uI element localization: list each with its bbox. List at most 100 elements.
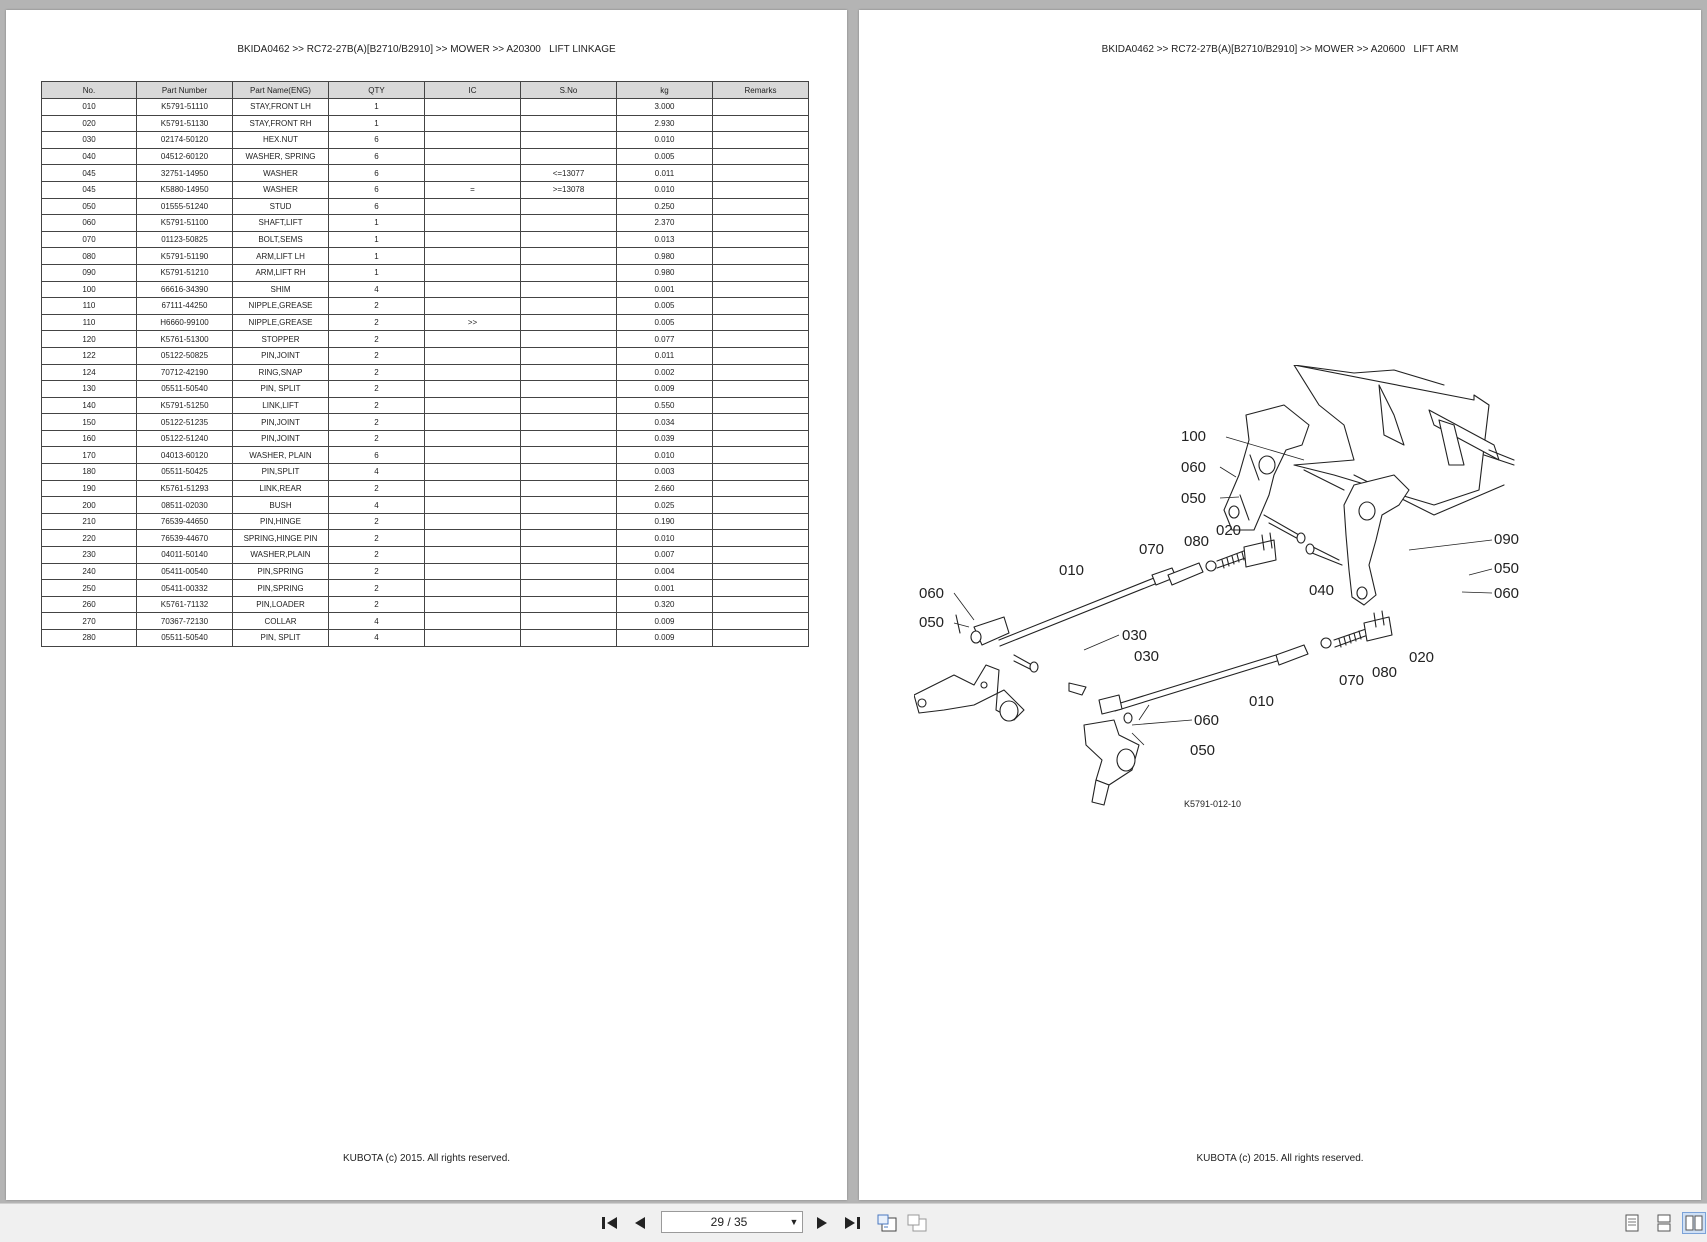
table-cell xyxy=(520,479,617,498)
previous-page-button[interactable] xyxy=(628,1212,652,1234)
table-cell xyxy=(424,562,521,581)
table-cell: 0.250 xyxy=(616,197,713,216)
last-page-button[interactable] xyxy=(840,1212,864,1234)
table-cell: 2 xyxy=(328,330,425,348)
continuous-view-button[interactable] xyxy=(875,1212,899,1234)
table-cell xyxy=(424,629,521,647)
two-page-layout-button[interactable] xyxy=(1682,1212,1706,1234)
table-cell xyxy=(712,280,809,299)
table-cell xyxy=(520,562,617,581)
parts-table: No. Part Number Part Name(ENG) QTY IC S.… xyxy=(41,81,809,647)
table-cell: 3.000 xyxy=(616,98,713,116)
table-cell: PIN,SPLIT xyxy=(232,463,329,481)
callout-label: 010 xyxy=(1059,562,1084,579)
table-cell: 4 xyxy=(328,496,425,514)
table-cell xyxy=(520,263,617,282)
callout-label: 030 xyxy=(1134,648,1159,665)
table-cell xyxy=(520,230,617,249)
table-cell: PIN,JOINT xyxy=(232,346,329,365)
table-cell xyxy=(424,429,521,448)
table-cell: 05122-51235 xyxy=(136,413,233,431)
table-cell: 0.034 xyxy=(616,413,713,431)
table-cell: <=13077 xyxy=(520,164,617,182)
callout-label: 050 xyxy=(919,614,944,631)
table-cell xyxy=(424,595,521,614)
table-cell: 100 xyxy=(41,280,137,299)
table-cell: ARM,LIFT LH xyxy=(232,247,329,265)
table-cell xyxy=(712,363,809,382)
continuous-layout-button[interactable] xyxy=(1652,1212,1676,1234)
table-cell: 2.930 xyxy=(616,114,713,133)
table-cell: BUSH xyxy=(232,496,329,514)
table-cell: 0.011 xyxy=(616,346,713,365)
page-number-selector[interactable]: 29 / 35 ▼ xyxy=(661,1211,803,1233)
table-cell xyxy=(712,496,809,514)
table-cell: STAY,FRONT RH xyxy=(232,114,329,133)
table-cell xyxy=(520,363,617,382)
table-cell: 2 xyxy=(328,297,425,315)
table-cell: 4 xyxy=(328,463,425,481)
table-cell: PIN,LOADER xyxy=(232,595,329,614)
table-cell xyxy=(712,330,809,348)
table-cell: WASHER,PLAIN xyxy=(232,546,329,564)
table-cell: 2 xyxy=(328,413,425,431)
table-cell: PIN,HINGE xyxy=(232,512,329,531)
next-page-button[interactable] xyxy=(810,1212,834,1234)
table-cell xyxy=(712,463,809,481)
column-header: IC xyxy=(424,81,521,99)
table-cell: 01123-50825 xyxy=(136,230,233,249)
callout-label: 060 xyxy=(1181,459,1206,476)
facing-view-button[interactable] xyxy=(905,1212,929,1234)
callout-label: 050 xyxy=(1181,490,1206,507)
table-cell: 110 xyxy=(41,297,137,315)
table-cell xyxy=(424,346,521,365)
drawing-number: K5791-012-10 xyxy=(1184,799,1241,809)
table-cell: 140 xyxy=(41,396,137,415)
callout-label: 030 xyxy=(1122,627,1147,644)
table-cell xyxy=(520,529,617,548)
table-cell xyxy=(712,131,809,149)
table-cell: 05122-50825 xyxy=(136,346,233,365)
single-page-layout-button[interactable] xyxy=(1620,1212,1644,1234)
table-cell: 2 xyxy=(328,313,425,332)
table-cell xyxy=(424,380,521,398)
table-cell: 280 xyxy=(41,629,137,647)
table-cell xyxy=(712,313,809,332)
left-page: BKIDA0462 >> RC72-27B(A)[B2710/B2910] >>… xyxy=(6,10,847,1200)
table-cell xyxy=(424,297,521,315)
table-cell: COLLAR xyxy=(232,612,329,630)
table-cell xyxy=(712,629,809,647)
table-cell xyxy=(520,380,617,398)
table-cell: 1 xyxy=(328,214,425,232)
first-page-button[interactable] xyxy=(598,1212,622,1234)
column-header: S.No xyxy=(520,81,617,99)
table-cell: 2 xyxy=(328,546,425,564)
table-cell: 0.005 xyxy=(616,297,713,315)
table-cell: 1 xyxy=(328,263,425,282)
table-cell: = xyxy=(424,180,521,199)
table-cell xyxy=(424,413,521,431)
previous-page-icon xyxy=(635,1217,645,1229)
table-cell xyxy=(520,330,617,348)
callout-label: 050 xyxy=(1494,560,1519,577)
table-cell xyxy=(424,197,521,216)
table-cell: K5791-51110 xyxy=(136,98,233,116)
table-cell: 070 xyxy=(41,230,137,249)
table-cell xyxy=(520,595,617,614)
table-cell: 2 xyxy=(328,346,425,365)
table-cell: 2 xyxy=(328,529,425,548)
table-cell: PIN,JOINT xyxy=(232,429,329,448)
callout-label: 010 xyxy=(1249,693,1274,710)
table-cell: 6 xyxy=(328,164,425,182)
last-page-icon xyxy=(845,1217,860,1229)
